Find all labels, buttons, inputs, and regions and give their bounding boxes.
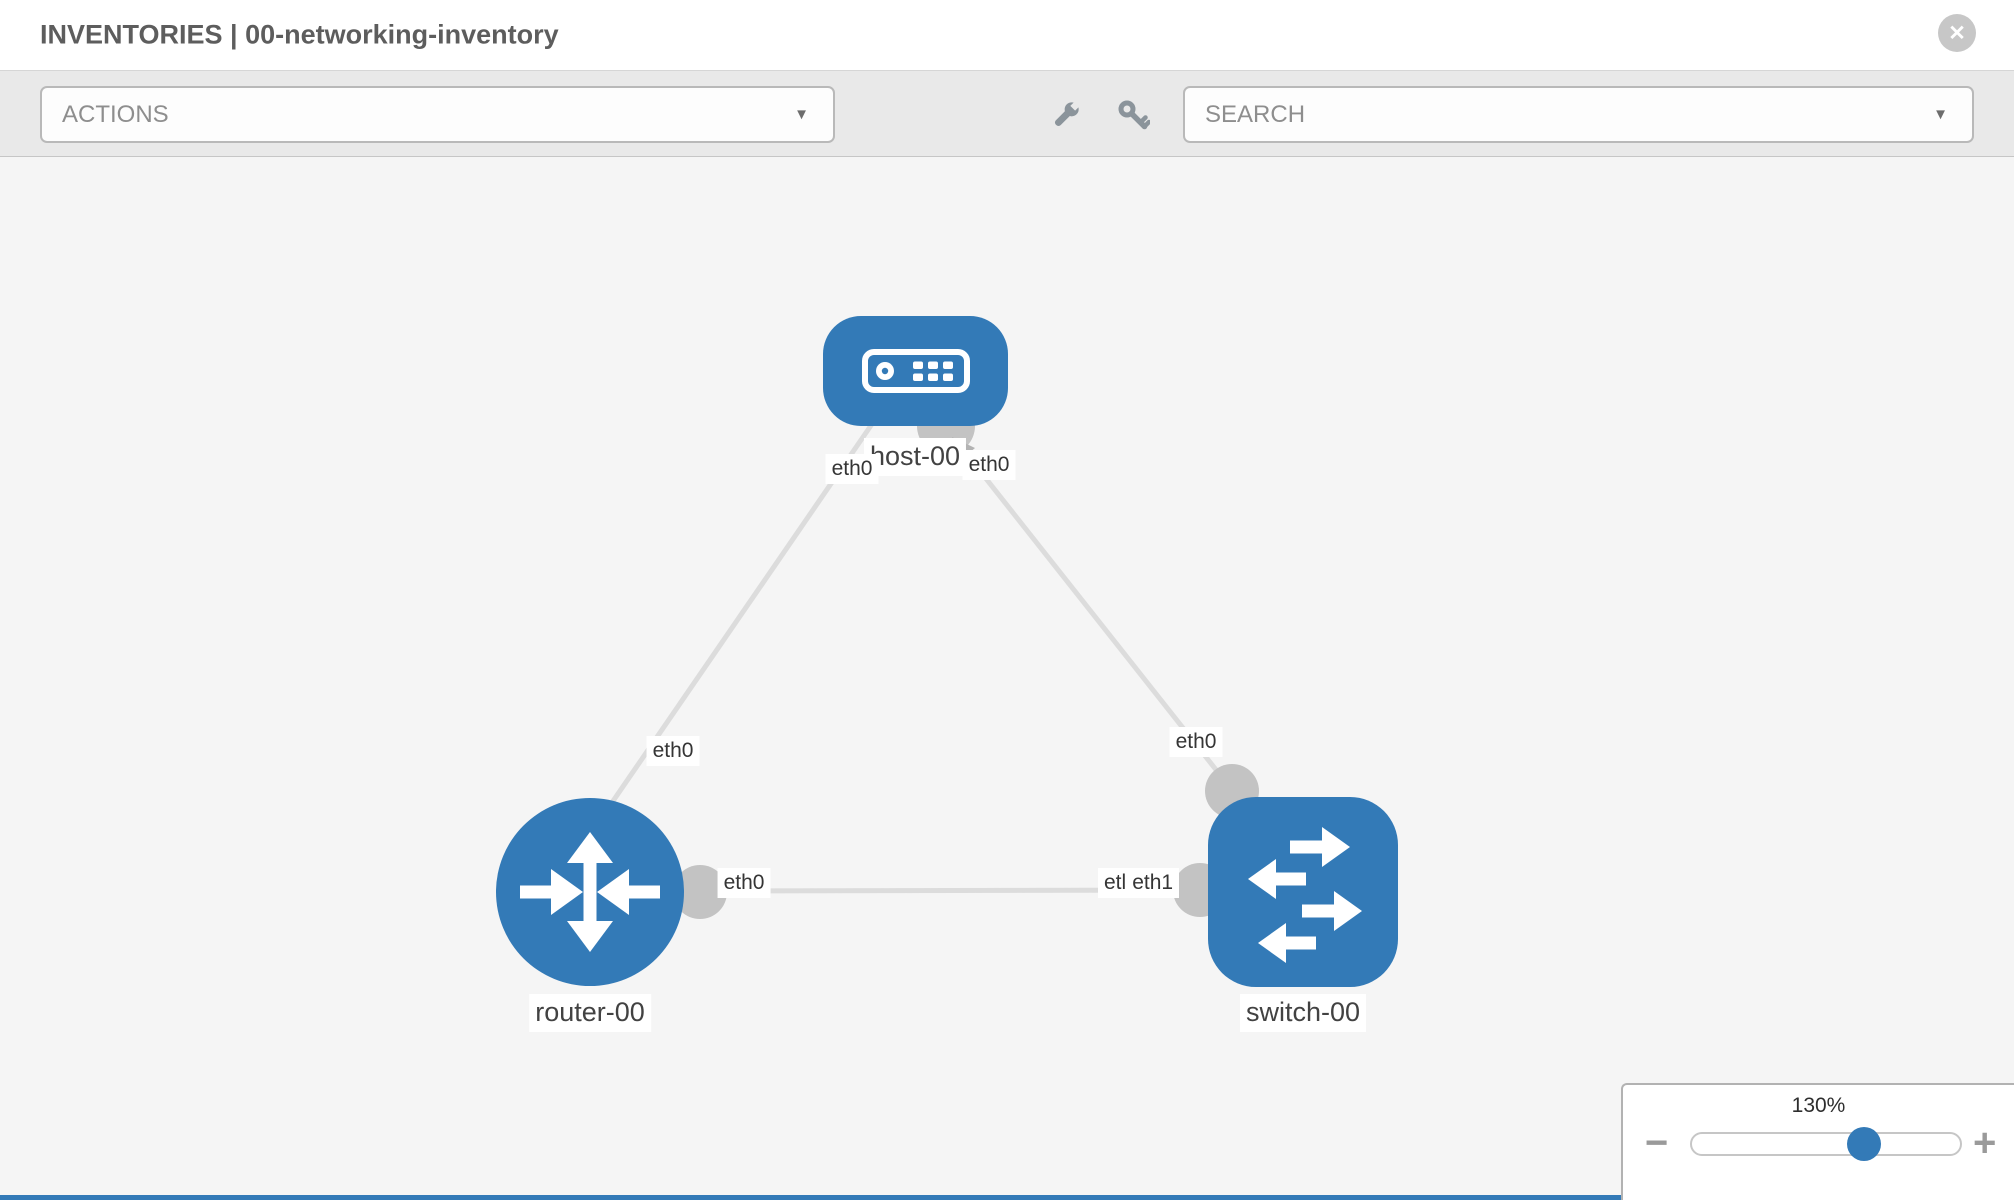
node-label-switch: switch-00: [1239, 994, 1367, 1032]
page-header: INVENTORIES | 00-networking-inventory ✕: [0, 0, 2014, 71]
node-switch-00[interactable]: [1208, 797, 1398, 987]
zoom-in-button[interactable]: +: [1973, 1121, 1997, 1165]
host-icon: [861, 349, 970, 393]
key-button[interactable]: [1116, 98, 1152, 132]
switch-icon: [1248, 827, 1362, 963]
close-button[interactable]: ✕: [1938, 14, 1976, 52]
interface-label: eth0: [962, 450, 1016, 481]
router-icon: [520, 832, 660, 952]
zoom-level-value: 130%: [1791, 1094, 1846, 1117]
zoom-slider-track[interactable]: [1690, 1132, 1962, 1156]
actions-dropdown-label: ACTIONS: [62, 100, 169, 128]
bottom-accent-strip: [0, 1195, 1621, 1200]
interface-label: eth0: [717, 868, 771, 899]
interface-label: eth1: [1126, 868, 1180, 899]
actions-dropdown[interactable]: ACTIONS ▼: [40, 86, 835, 143]
search-dropdown-label: SEARCH: [1205, 100, 1306, 128]
interface-label: eth0: [1169, 727, 1223, 758]
zoom-slider-thumb[interactable]: [1847, 1127, 1881, 1161]
node-host-00[interactable]: [823, 316, 1008, 426]
chevron-down-icon: ▼: [794, 106, 809, 123]
wrench-button[interactable]: [1049, 98, 1083, 132]
topology-canvas[interactable]: [0, 158, 2014, 1200]
chevron-down-icon: ▼: [1933, 106, 1948, 123]
page-title: INVENTORIES | 00-networking-inventory: [40, 19, 559, 50]
zoom-panel: 130% − +: [1621, 1083, 2014, 1200]
interface-label-group: etl eth1: [1098, 868, 1180, 899]
node-label-host: host-00: [863, 438, 967, 476]
node-router-00[interactable]: [496, 798, 684, 986]
interface-label: eth0: [825, 454, 879, 485]
close-icon: ✕: [1948, 21, 1966, 45]
zoom-out-button[interactable]: −: [1645, 1121, 1669, 1165]
toolbar: ACTIONS ▼ SEARCH ▼: [0, 71, 2014, 157]
wrench-icon: [1054, 100, 1081, 127]
key-icon: [1118, 100, 1152, 130]
search-dropdown[interactable]: SEARCH ▼: [1183, 86, 1974, 143]
interface-label: eth0: [646, 736, 700, 767]
node-label-router: router-00: [529, 994, 651, 1032]
